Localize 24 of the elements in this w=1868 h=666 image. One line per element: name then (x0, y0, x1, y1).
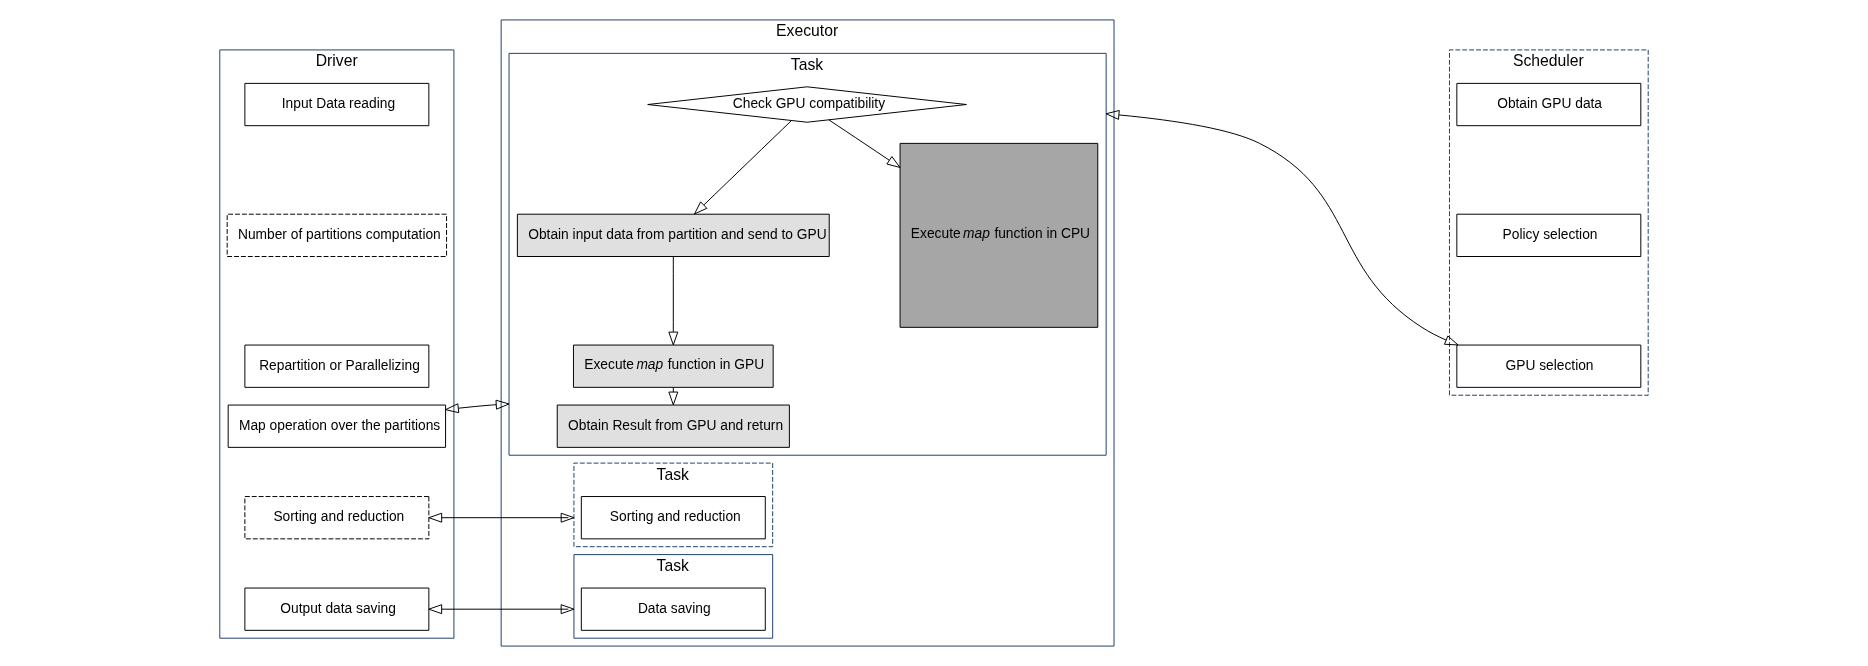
arrow (445, 399, 510, 414)
arrow (668, 387, 679, 406)
node-box: Obtain GPU data (1456, 82, 1642, 127)
arrow (428, 604, 575, 615)
node-box: Obtain input data from partition and send to GPU (516, 213, 830, 257)
node-box: Input Data reading (244, 82, 430, 127)
node-box: Obtain Result from GPU and return (556, 404, 790, 448)
node-box: Execute map function in GPU (572, 344, 774, 388)
arrow (668, 256, 679, 346)
node-box: Execute map function in CPU (899, 142, 1099, 328)
node-box: Number of partitions computation (226, 213, 448, 257)
arrow (1105, 109, 1459, 346)
node-box: GPU selection (1456, 344, 1642, 388)
node-box: Sorting and reduction (244, 496, 430, 540)
arrow (828, 119, 901, 168)
node-box: Sorting and reduction (580, 496, 766, 540)
node-box: Data saving (580, 587, 766, 631)
arrow (694, 120, 792, 215)
node-box: Map operation over the partitions (227, 404, 447, 448)
arrow (428, 512, 575, 523)
node-box: Policy selection (1456, 213, 1642, 257)
node-box: Repartition or Parallelizing (244, 344, 430, 388)
node-diamond: Check GPU compatibility (647, 86, 967, 123)
node-box: Output data saving (244, 587, 430, 631)
